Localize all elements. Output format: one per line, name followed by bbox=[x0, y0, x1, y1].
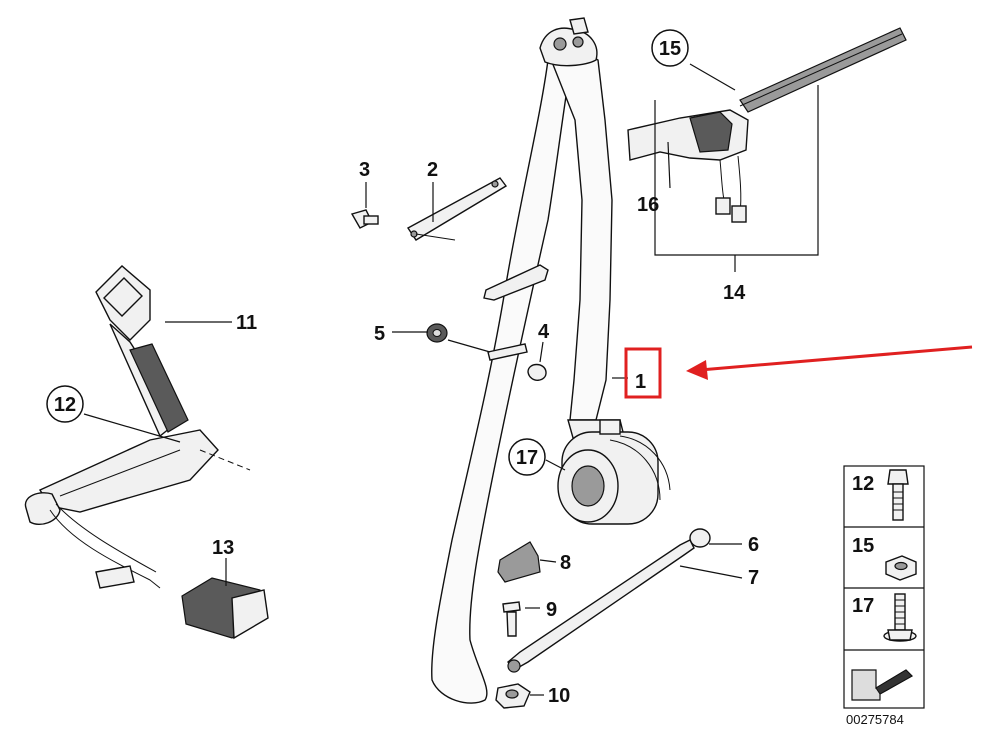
anchor-bolt bbox=[350, 209, 379, 229]
legend-row-12: 12 bbox=[852, 473, 874, 495]
connector bbox=[181, 577, 269, 640]
label-part-15-circle: 15 bbox=[651, 29, 689, 67]
washer bbox=[426, 323, 448, 343]
belt-stop-button bbox=[487, 343, 528, 361]
label-part-15: 15 bbox=[659, 38, 681, 60]
label-part-6: 6 bbox=[748, 534, 759, 556]
label-part-8: 8 bbox=[560, 552, 571, 574]
label-part-17-circle: 17 bbox=[508, 438, 546, 476]
part-labels: 1 2 3 4 5 6 7 8 9 10 11 13 14 16 12 15 1… bbox=[46, 29, 759, 707]
lower-anchor-rod bbox=[507, 539, 695, 673]
label-part-14: 14 bbox=[723, 282, 746, 304]
legend-row-15: 15 bbox=[852, 535, 874, 557]
label-part-9: 9 bbox=[546, 599, 557, 621]
leader-lines bbox=[83, 63, 743, 696]
label-part-5: 5 bbox=[374, 323, 385, 345]
legend-nut-icon bbox=[885, 555, 917, 581]
label-part-16: 16 bbox=[637, 194, 659, 216]
anchor-cover bbox=[497, 541, 541, 583]
legend-row-17: 17 bbox=[852, 595, 874, 617]
screw bbox=[502, 601, 521, 637]
legend-bolt-icon bbox=[887, 469, 909, 521]
label-part-4: 4 bbox=[538, 321, 550, 343]
legend-direction-arrow-icon bbox=[851, 669, 913, 701]
label-part-13: 13 bbox=[212, 537, 234, 559]
highlight-box bbox=[624, 347, 662, 399]
belt-retractor bbox=[557, 419, 671, 525]
highlight-arrow bbox=[686, 345, 973, 380]
hex-nut bbox=[495, 683, 531, 709]
fastener-legend: 12 15 17 bbox=[843, 465, 925, 709]
label-part-10: 10 bbox=[548, 685, 570, 707]
upper-anchor bbox=[539, 17, 598, 67]
anchor-bracket bbox=[406, 177, 508, 241]
legend-flange-bolt-icon bbox=[883, 593, 917, 642]
label-part-17: 17 bbox=[516, 447, 538, 469]
seat-belt-webbing bbox=[431, 17, 613, 704]
seat-belt-buckle bbox=[24, 265, 251, 589]
label-part-3: 3 bbox=[359, 159, 370, 181]
belt-guide-loop bbox=[483, 264, 549, 301]
label-part-12-circle: 12 bbox=[46, 385, 84, 423]
cover-cap bbox=[527, 363, 547, 381]
label-part-1: 1 bbox=[635, 371, 646, 393]
group-bracket-14 bbox=[654, 85, 819, 272]
height-adjuster bbox=[627, 27, 907, 223]
label-part-2: 2 bbox=[427, 159, 438, 181]
label-part-12: 12 bbox=[54, 394, 76, 416]
diagram-code: 00275784 bbox=[846, 712, 904, 727]
grommet bbox=[689, 528, 711, 548]
label-part-7: 7 bbox=[748, 567, 759, 589]
label-part-11: 11 bbox=[236, 312, 257, 334]
